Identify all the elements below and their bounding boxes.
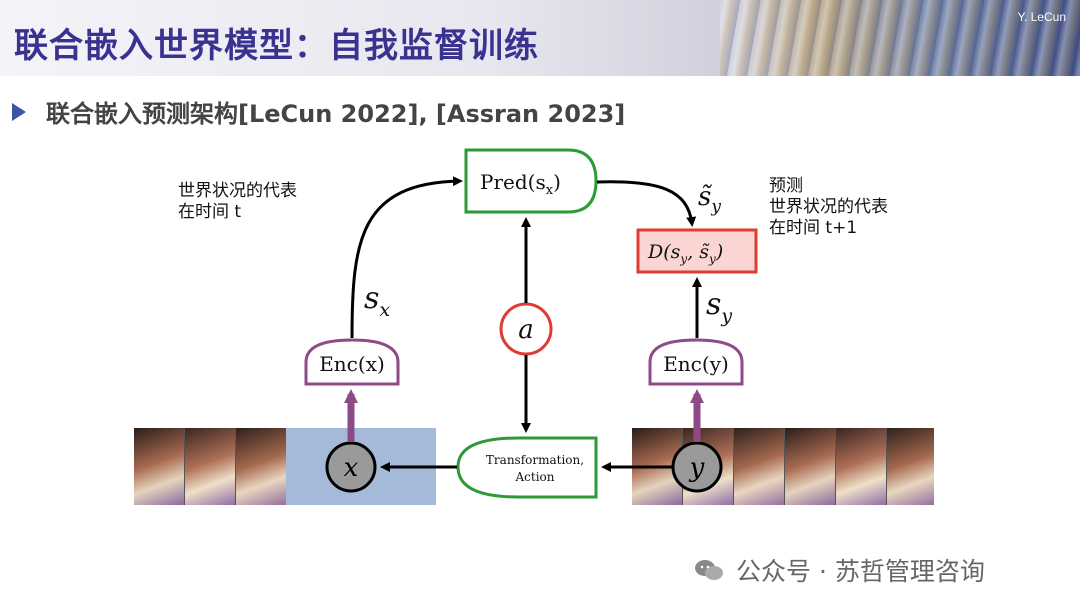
x-label: x bbox=[344, 453, 359, 483]
wechat-icon bbox=[695, 560, 723, 580]
video-frame bbox=[836, 428, 887, 505]
slide-title: 联合嵌入世界模型：自我监督训练 bbox=[14, 26, 539, 66]
enc-y-label: Enc(y) bbox=[663, 352, 729, 376]
video-frame bbox=[236, 428, 286, 505]
enc-y-box bbox=[648, 338, 744, 386]
video-frame bbox=[134, 428, 185, 505]
transformation-label-line1: Transformation, bbox=[486, 453, 584, 467]
triangle-bullet-icon bbox=[12, 102, 26, 121]
note-right-line1: 预测 bbox=[769, 176, 803, 196]
note-left-line2: 在时间 t bbox=[178, 202, 242, 222]
note-right: 预测 世界状况的代表 在时间 t+1 bbox=[769, 176, 888, 239]
bullet-text: 联合嵌入预测架构[LeCun 2022], [Assran 2023] bbox=[46, 100, 626, 128]
distance-label: D(sy, s̃y) bbox=[647, 241, 723, 266]
header-banner: 联合嵌入世界模型：自我监督训练 Y. LeCun bbox=[0, 0, 1080, 76]
y-node bbox=[671, 441, 723, 493]
s-x-label: sx bbox=[364, 281, 390, 321]
video-frame bbox=[734, 428, 785, 505]
transformation-label-line2: Action bbox=[515, 470, 555, 484]
video-frames-left bbox=[134, 428, 286, 505]
note-right-line2: 世界状况的代表 bbox=[769, 197, 888, 217]
pred-label: Pred(sx) bbox=[480, 170, 561, 198]
latent-a-node bbox=[499, 302, 553, 356]
s-tilde-y-label: s̃y bbox=[698, 182, 721, 217]
video-frame bbox=[785, 428, 836, 505]
pred-box bbox=[464, 148, 598, 214]
distance-box bbox=[636, 228, 758, 274]
header-decoration bbox=[720, 0, 1080, 76]
author-label: Y. LeCun bbox=[1017, 10, 1067, 24]
watermark: 公众号 · 苏哲管理咨询 bbox=[694, 552, 985, 588]
video-frame bbox=[185, 428, 236, 505]
watermark-text: 公众号 · 苏哲管理咨询 bbox=[736, 557, 985, 586]
transformation-box bbox=[456, 436, 598, 499]
note-right-line3: 在时间 t+1 bbox=[769, 218, 858, 238]
bullet-row: 联合嵌入预测架构[LeCun 2022], [Assran 2023] bbox=[12, 94, 625, 129]
enc-x-label: Enc(x) bbox=[319, 352, 385, 376]
sx-to-pred-arrow bbox=[350, 176, 463, 339]
enc-x-box bbox=[304, 338, 400, 386]
note-left-line1: 世界状况的代表 bbox=[178, 181, 297, 201]
s-y-label: sy bbox=[706, 287, 732, 327]
note-left: 世界状况的代表 在时间 t bbox=[178, 181, 297, 223]
latent-a-label: a bbox=[518, 315, 534, 345]
y-label: y bbox=[689, 453, 705, 483]
pred-to-d-arrow bbox=[596, 180, 697, 227]
x-node bbox=[325, 441, 377, 493]
video-frame bbox=[887, 428, 934, 505]
